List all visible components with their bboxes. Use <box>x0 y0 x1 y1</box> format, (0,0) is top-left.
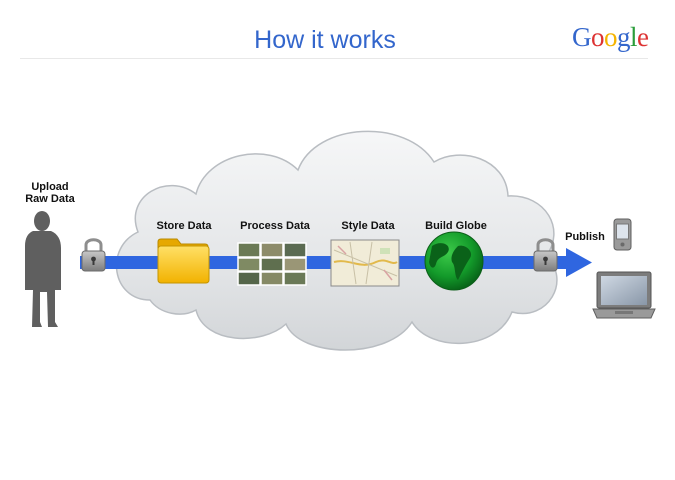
logo-letter-6: e <box>637 22 649 52</box>
satellite-tiles-icon <box>237 242 307 286</box>
logo-letter-1: G <box>572 22 592 52</box>
lock-icon <box>81 238 106 272</box>
laptop-icon <box>592 271 656 319</box>
logo-letter-4: g <box>617 22 631 52</box>
google-logo: Google <box>572 22 649 53</box>
globe-icon <box>424 231 484 291</box>
lock-icon <box>533 238 558 272</box>
logo-letter-3: o <box>604 22 618 52</box>
person-silhouette-icon <box>25 211 61 327</box>
store-data-label: Store Data <box>156 220 212 232</box>
folder-icon <box>157 238 210 284</box>
build-globe-label: Build Globe <box>425 220 487 232</box>
upload-label-line1: Upload <box>31 181 69 193</box>
logo-letter-2: o <box>591 22 605 52</box>
process-data-label: Process Data <box>240 220 310 232</box>
logo-letter-5: l <box>630 22 638 52</box>
map-icon <box>330 239 400 287</box>
upload-label-line2: Raw Data <box>25 193 75 205</box>
upload-label: Upload Raw Data <box>20 181 80 205</box>
phone-icon <box>613 218 632 251</box>
publish-label: Publish <box>565 231 605 243</box>
style-data-label: Style Data <box>341 220 395 232</box>
page-title: How it works <box>254 26 396 54</box>
header-divider <box>20 58 648 59</box>
